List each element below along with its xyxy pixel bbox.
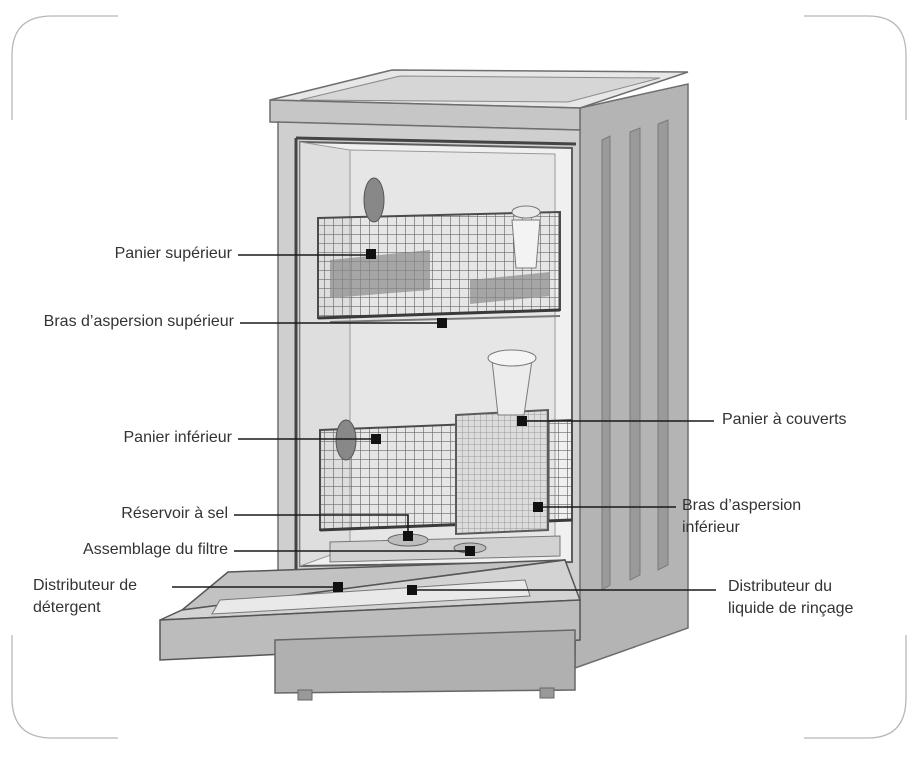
leader-lines [172,254,716,591]
leader-markers [333,249,543,595]
label-assemblage-filtre: Assemblage du filtre [83,541,228,558]
label-distributeur-detergent-line1: Distributeur de [33,577,138,594]
label-distributeur-rincage-line2: liquide de rinçage [728,600,854,617]
leader-reservoir-sel [234,514,409,536]
label-panier-inferieur: Panier inférieur [123,429,233,446]
label-distributeur-rincage-line1: Distributeur du [728,578,833,595]
label-panier-superieur: Panier supérieur [114,245,232,262]
dishwasher-illustration [159,69,689,701]
frame-border [11,15,907,739]
label-bras-aspersion-inferieur-line1: Bras d’aspersion [682,497,802,514]
label-bras-aspersion-superieur: Bras d’aspersion supérieur [43,313,234,330]
label-distributeur-detergent-line2: détergent [33,599,101,616]
label-bras-aspersion-inferieur-line2: inférieur [682,519,740,536]
label-reservoir-sel: Réservoir à sel [121,505,228,522]
label-panier-couverts: Panier à couverts [722,411,847,428]
